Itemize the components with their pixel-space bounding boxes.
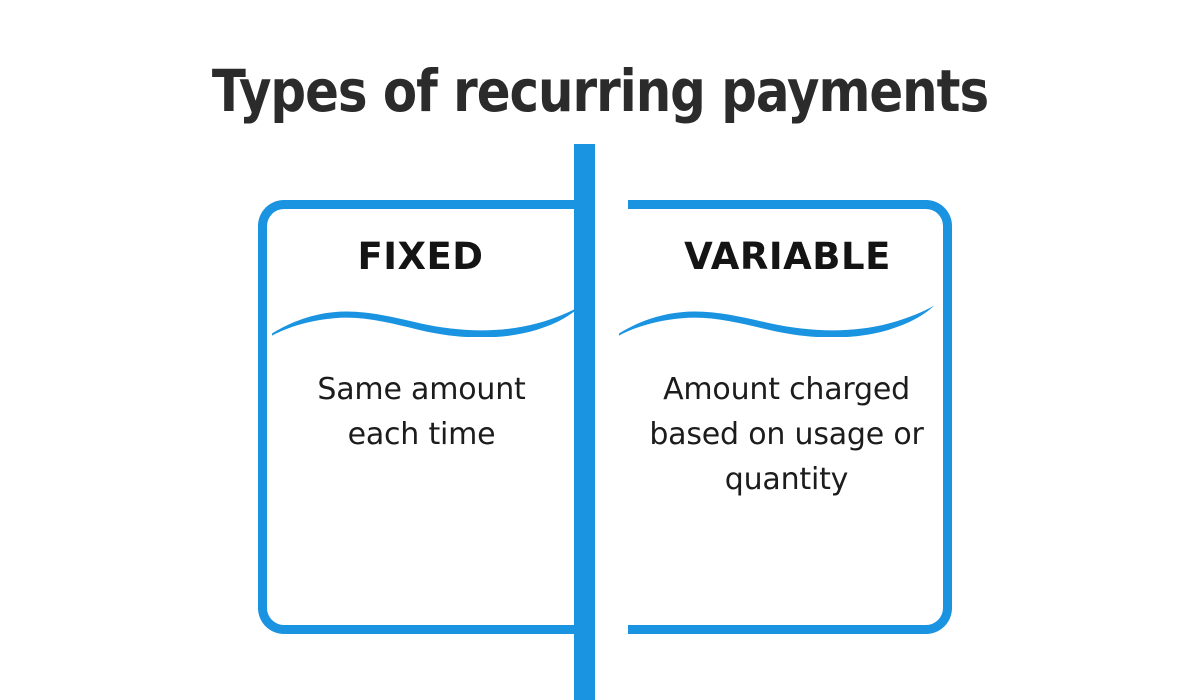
panel-fixed-heading: FIXED xyxy=(357,235,484,278)
wave-underline-icon xyxy=(271,297,583,338)
vertical-divider xyxy=(574,144,595,700)
page-title: Types of recurring payments xyxy=(211,57,989,125)
panel-variable-heading: VARIABLE xyxy=(684,235,891,278)
wave-underline-icon xyxy=(618,297,936,338)
panel-variable: VARIABLE Amount charged based on usage o… xyxy=(619,200,952,634)
panel-fixed: FIXED Same amount each time xyxy=(258,200,588,634)
panel-variable-body-text: Amount charged based on usage or quantit… xyxy=(649,372,924,497)
panel-variable-content: VARIABLE Amount charged based on usage o… xyxy=(619,209,943,625)
panel-fixed-content: FIXED Same amount each time xyxy=(267,209,588,625)
panel-fixed-body-text: Same amount each time xyxy=(317,372,526,452)
